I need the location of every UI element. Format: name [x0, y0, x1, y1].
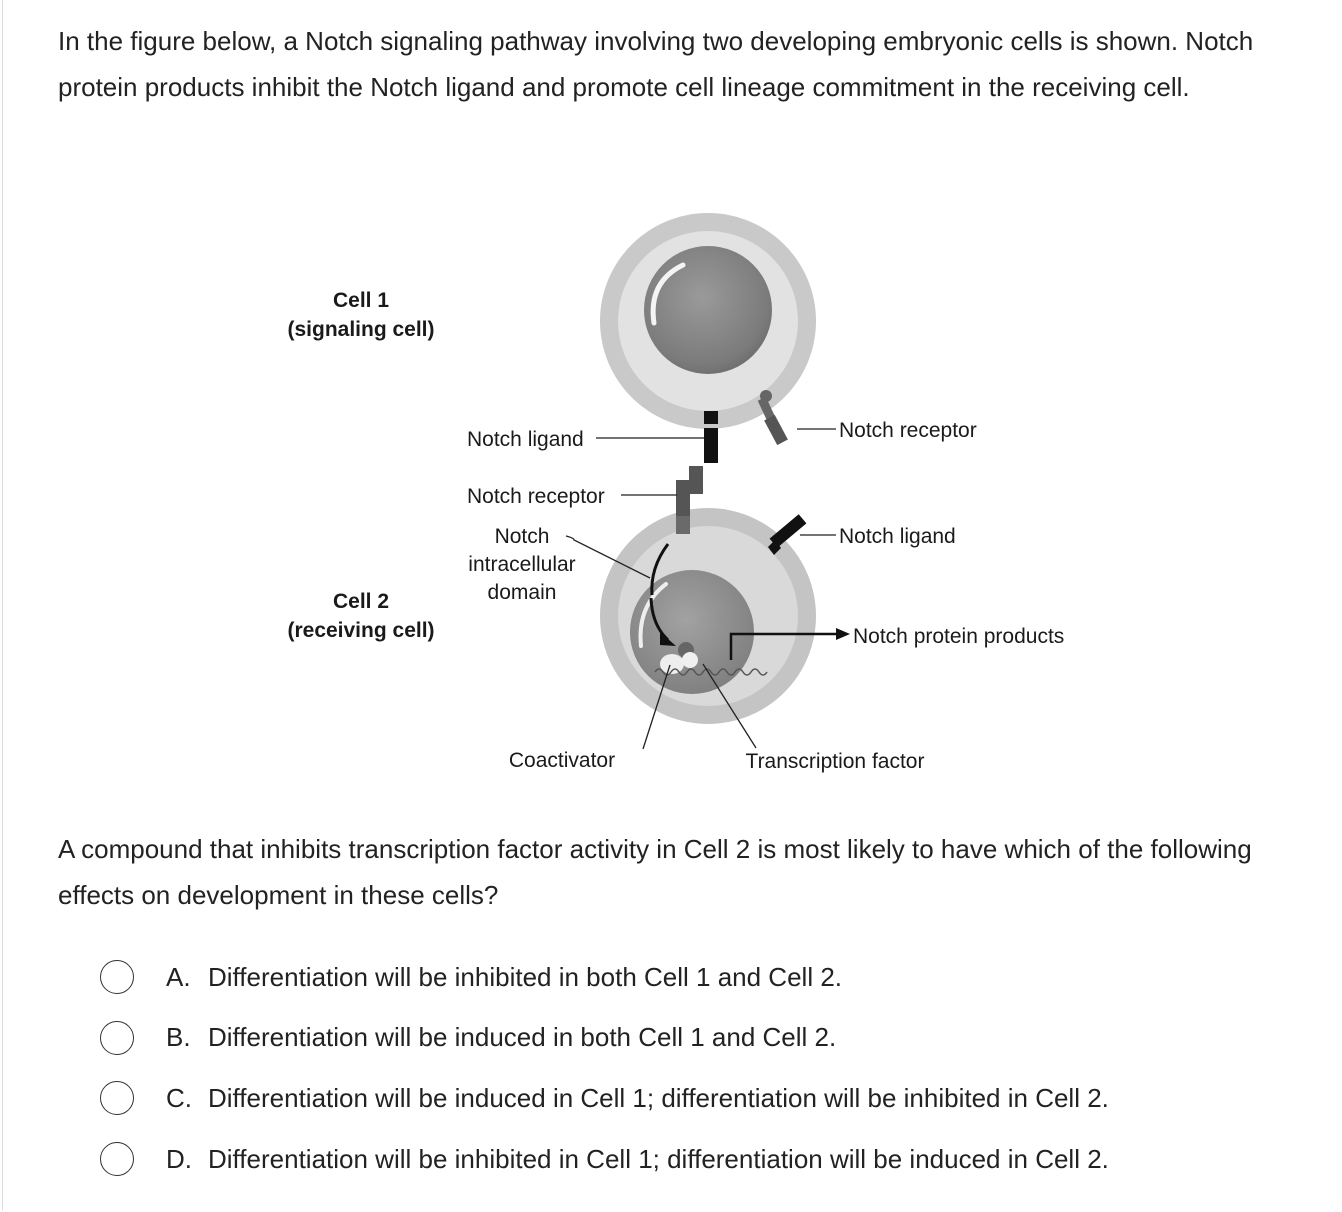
question-stem: In the figure below, a Notch signaling p… [58, 26, 1254, 102]
option-d-letter: D. [166, 1143, 192, 1174]
answer-options: A. Differentiation will be inhibited in … [100, 947, 1300, 1189]
option-b[interactable]: B. Differentiation will be induced in bo… [100, 1008, 1300, 1069]
option-a-text[interactable]: Differentiation will be inhibited in bot… [208, 961, 843, 992]
option-a-letter: A. [166, 961, 191, 992]
option-d-text[interactable]: Differentiation will be inhibited in Cel… [208, 1143, 1109, 1174]
option-c-text[interactable]: Differentiation will be induced in Cell … [208, 1082, 1109, 1113]
option-b-text[interactable]: Differentiation will be induced in both … [208, 1022, 837, 1053]
option-a[interactable]: A. Differentiation will be inhibited in … [100, 947, 1300, 1008]
radio-button-b[interactable] [100, 1020, 134, 1055]
option-c-letter: C. [166, 1082, 192, 1113]
question-text: A compound that inhibits transcription f… [58, 834, 1252, 910]
option-d[interactable]: D. Differentiation will be inhibited in … [100, 1129, 1300, 1190]
option-b-letter: B. [166, 1022, 191, 1053]
radio-button-c[interactable] [100, 1081, 134, 1116]
radio-button-a[interactable] [100, 960, 134, 995]
option-c[interactable]: C. Differentiation will be induced in Ce… [100, 1068, 1300, 1129]
radio-button-d[interactable] [100, 1142, 134, 1177]
